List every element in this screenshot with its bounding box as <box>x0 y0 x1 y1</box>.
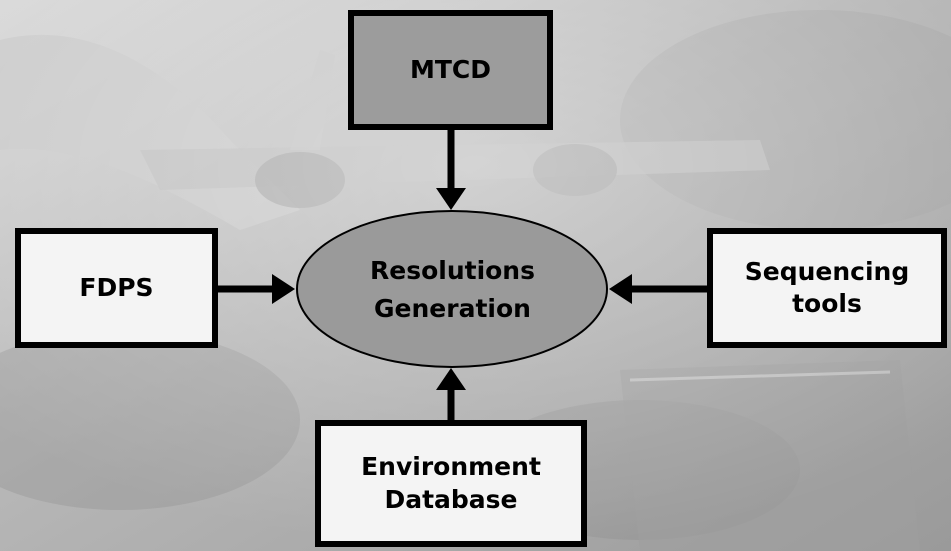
mtcd-label: MTCD <box>409 54 492 84</box>
arrow-mtcd-to-center <box>436 130 466 210</box>
sequencing-tools-box: Sequencing tools <box>707 228 947 348</box>
arrow-environment-to-center <box>436 368 466 420</box>
arrow-fdps-to-center <box>218 274 295 304</box>
arrow-sequencing-to-center <box>609 274 707 304</box>
resolutions-generation-label: Resolutions Generation <box>369 256 535 323</box>
environment-database-label: Environment Database <box>361 452 541 514</box>
mtcd-box: MTCD <box>348 10 553 130</box>
environment-database-box: Environment Database <box>315 420 587 547</box>
fdps-label: FDPS <box>79 272 154 302</box>
resolutions-generation-ellipse <box>296 210 608 368</box>
fdps-box: FDPS <box>15 228 218 348</box>
sequencing-tools-label: Sequencing tools <box>744 256 910 319</box>
